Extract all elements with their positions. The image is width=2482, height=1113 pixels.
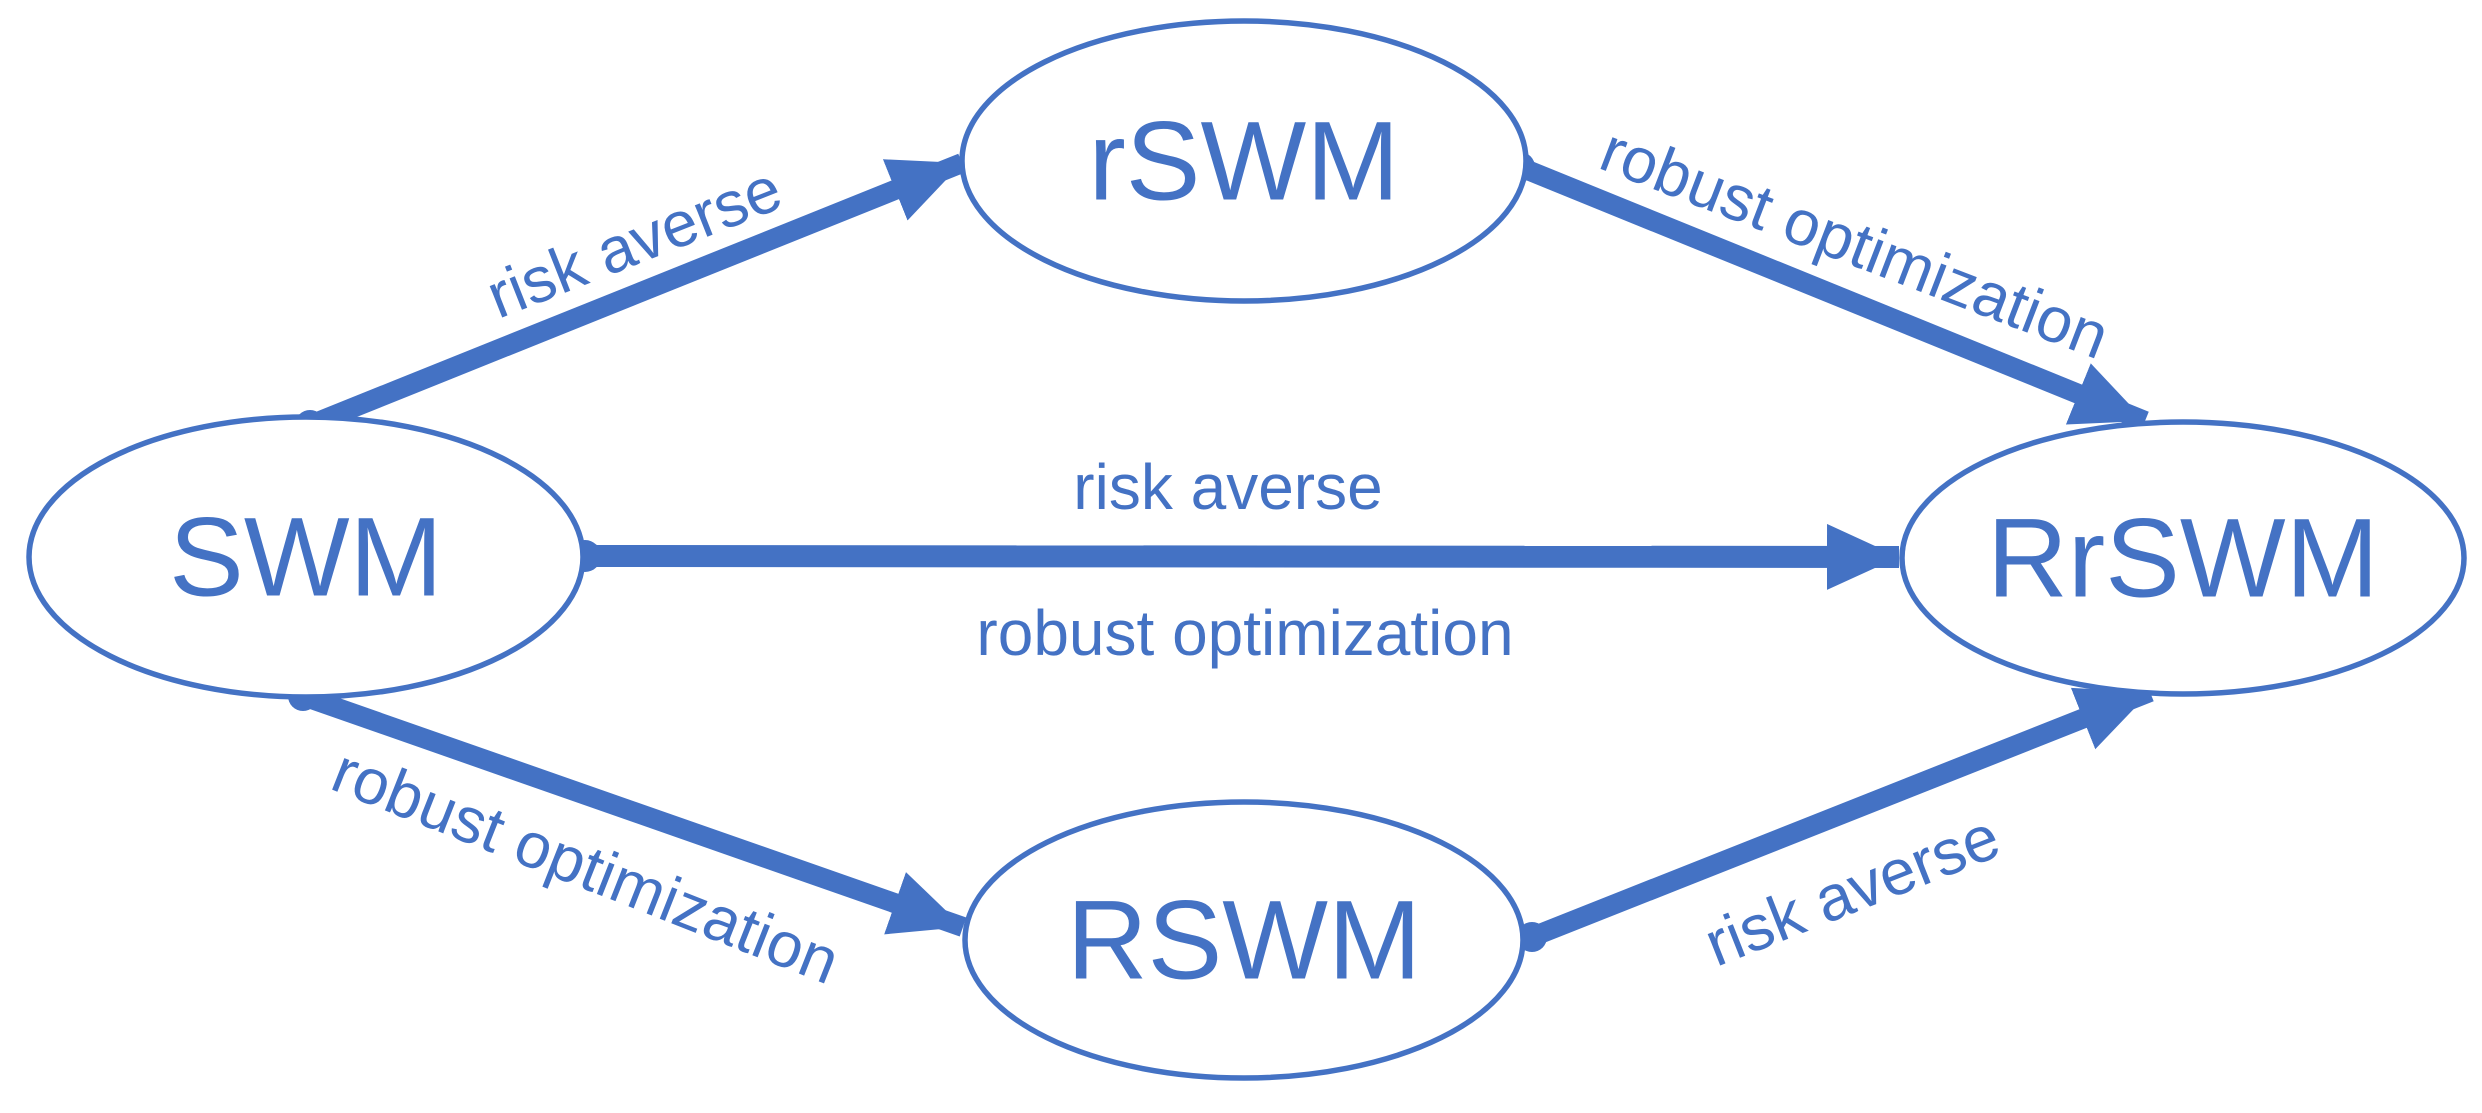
edge-swm-to-rrswm-arrow — [584, 523, 1900, 590]
node-RSWM: RSWM — [962, 799, 1526, 1081]
edge-RSWM-to-rrswm-label: risk averse — [1695, 800, 2009, 980]
node-RSWM-ellipse — [962, 799, 1526, 1081]
edge-rswm-to-rrswm: robust optimization — [1505, 113, 2149, 431]
edge-swm-to-RSWM: robust optimization — [288, 681, 967, 998]
edge-rswm-to-rrswm-arrow — [1516, 157, 2149, 431]
node-swm: SWM — [26, 414, 586, 700]
edge-swm-to-rswm-arrow — [306, 153, 966, 435]
node-rrswm-label: RrSWM — [1987, 496, 2379, 621]
node-rswm-ellipse — [959, 18, 1529, 304]
node-rrswm-ellipse — [1899, 419, 2467, 697]
node-rrswm: RrSWM — [1899, 419, 2467, 697]
edge-swm-to-RSWM-arrow — [299, 686, 967, 937]
edge-swm-to-rrswm-label-above: risk averse — [1073, 451, 1382, 523]
edge-RSWM-to-rrswm-arrow — [1528, 682, 2154, 947]
node-rswm-label: rSWM — [1088, 99, 1399, 224]
edge-swm-to-rrswm-label-below: robust optimization — [976, 597, 1513, 669]
edge-swm-to-rswm: risk averse — [295, 152, 966, 440]
edge-swm-to-rrswm: risk averse robust optimization — [569, 451, 1900, 669]
node-RSWM-label: RSWM — [1067, 878, 1422, 1003]
edge-rswm-to-rrswm-label: robust optimization — [1591, 113, 2118, 373]
node-rswm: rSWM — [959, 18, 1529, 304]
node-swm-label: SWM — [169, 495, 443, 620]
node-swm-ellipse — [26, 414, 586, 700]
edge-RSWM-to-rrswm: risk averse — [1517, 682, 2154, 980]
